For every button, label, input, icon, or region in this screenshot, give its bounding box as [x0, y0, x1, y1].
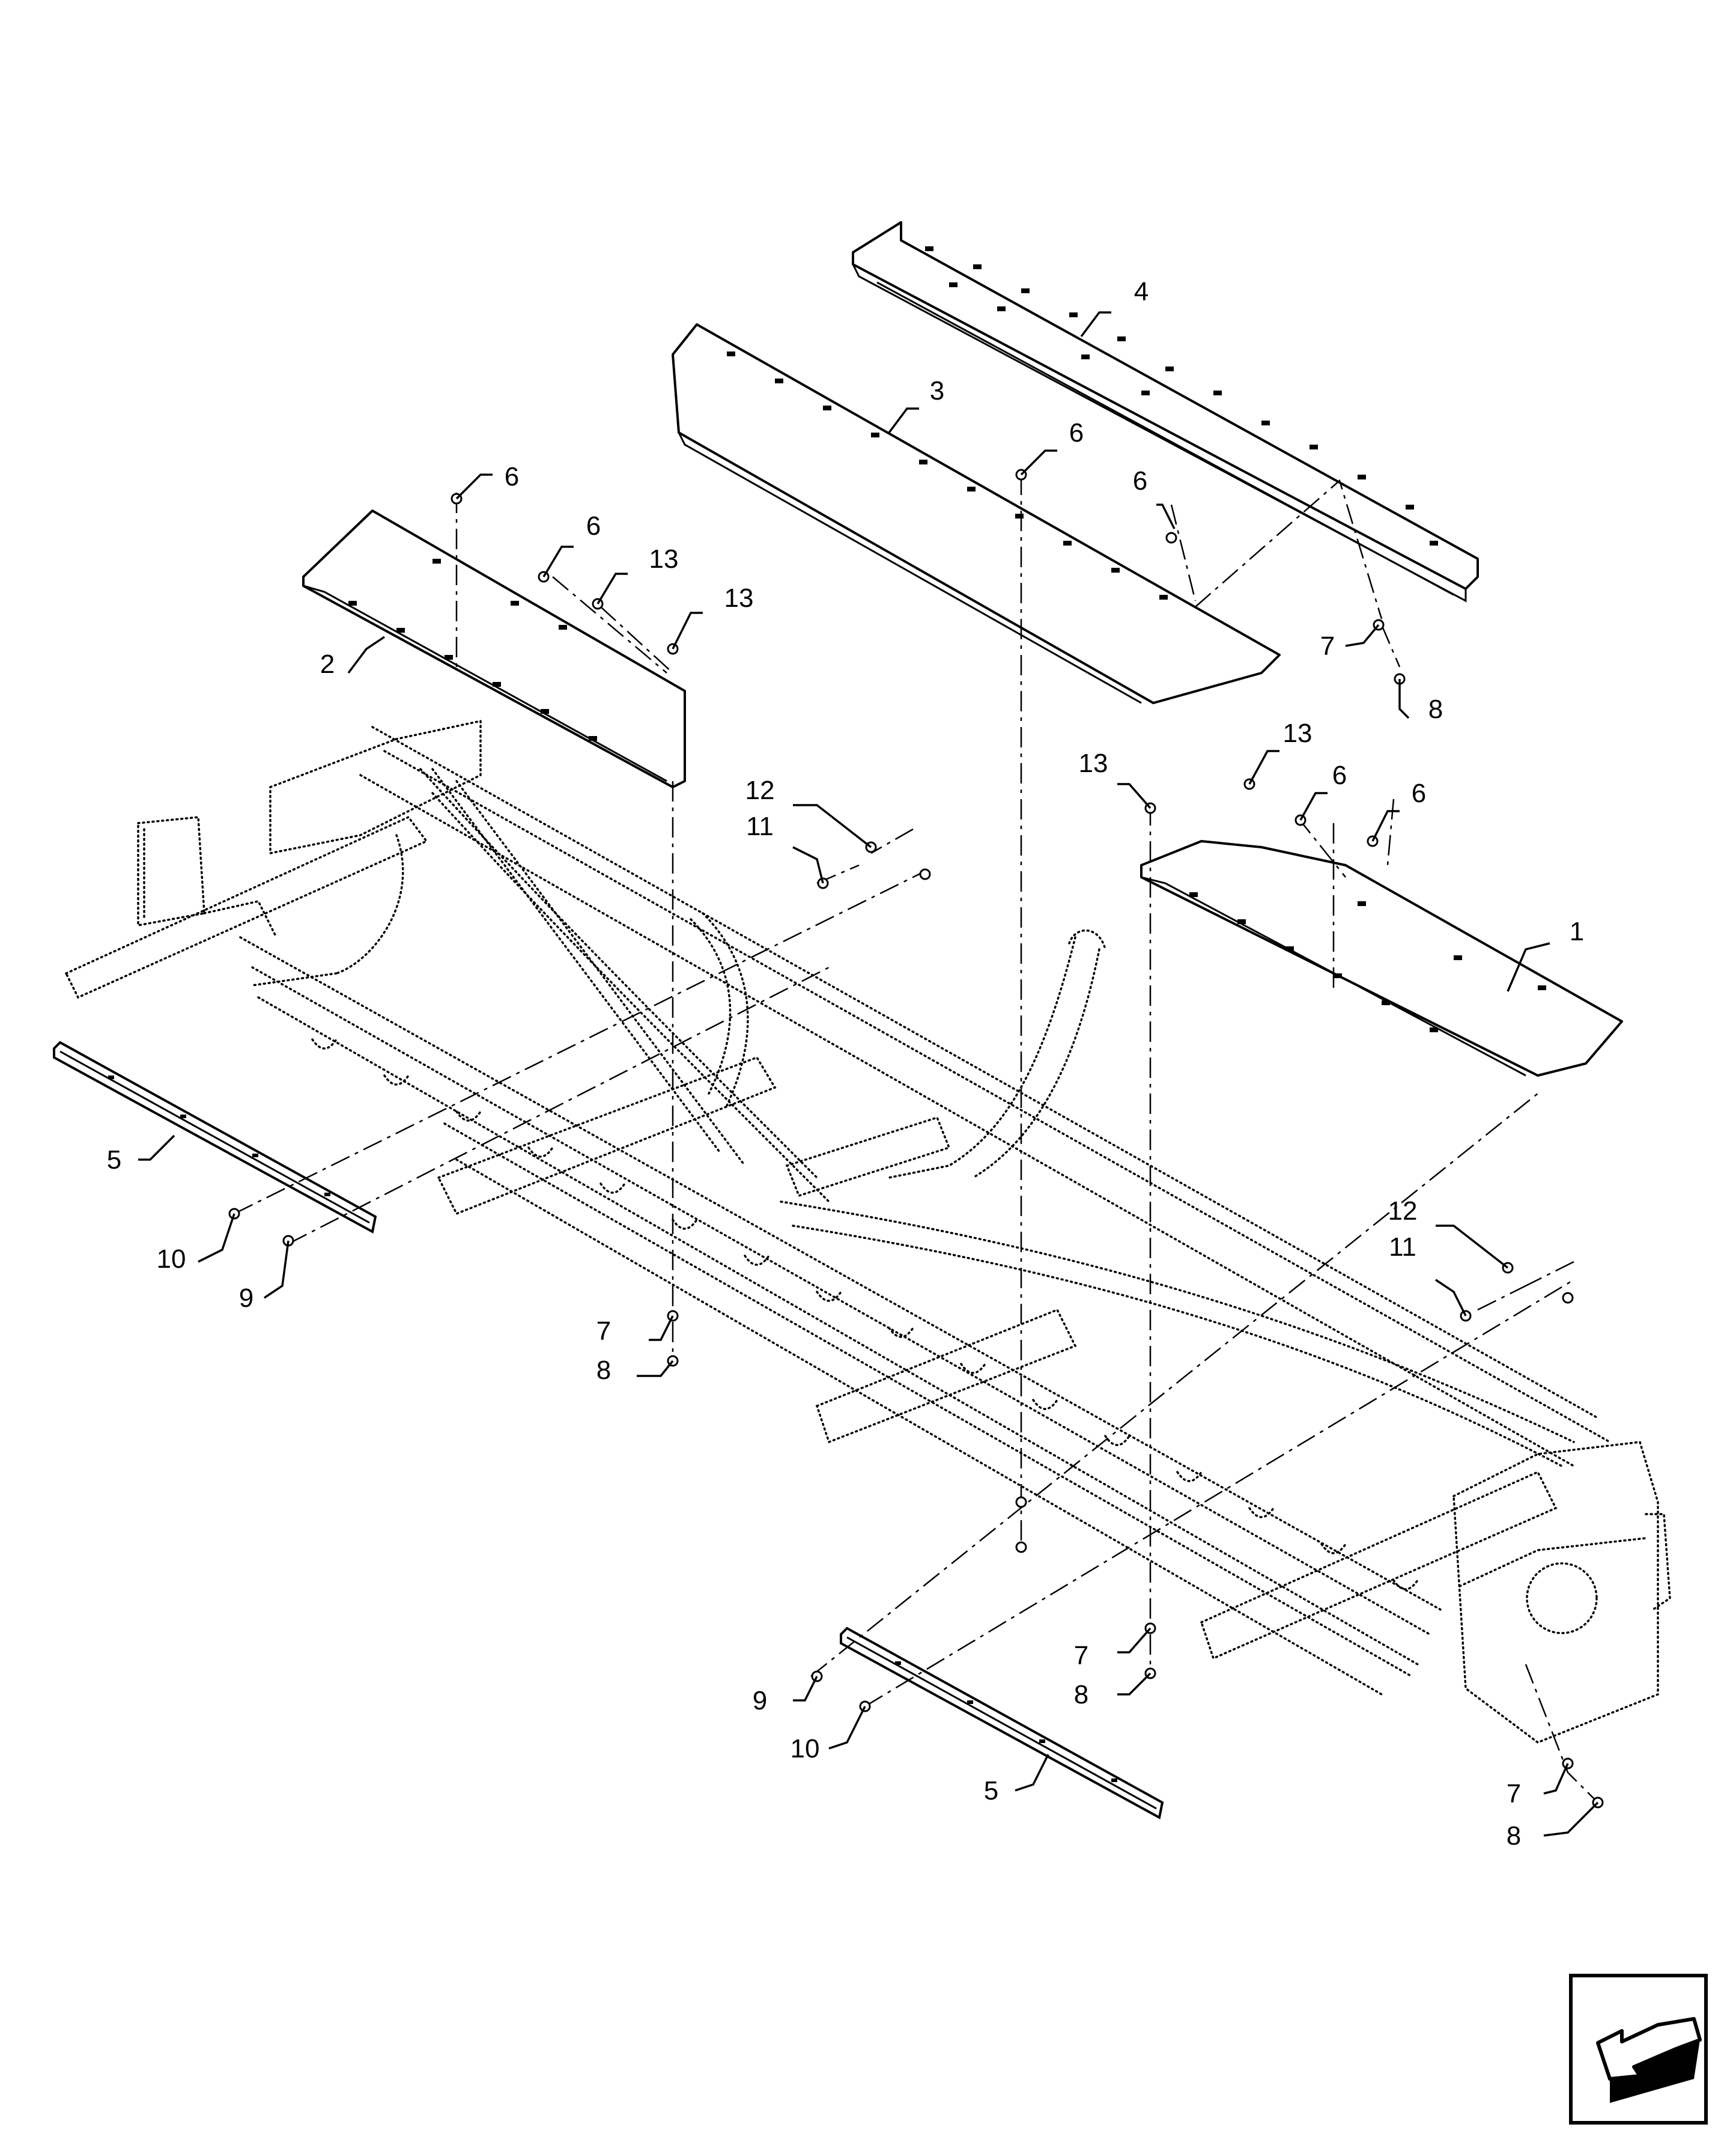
callout-10: 10 — [791, 1734, 820, 1763]
callout-5: 5 — [107, 1145, 121, 1175]
callout-13: 13 — [724, 583, 754, 613]
callout-7: 7 — [1074, 1641, 1088, 1670]
header-frame — [64, 719, 1671, 1744]
callout-11: 11 — [746, 812, 774, 841]
callout-5: 5 — [984, 1776, 998, 1806]
frame-center-curve — [690, 912, 749, 1107]
frame-cross-brace-a — [419, 768, 830, 1203]
callout-8: 8 — [596, 1355, 611, 1385]
callout-11: 11 — [1389, 1232, 1416, 1262]
callout-6: 6 — [1069, 418, 1084, 448]
frame-left-end — [64, 719, 482, 999]
frame-right-crossbar — [1200, 1470, 1558, 1660]
frame-right-gearbox — [1452, 1441, 1659, 1744]
part-1-holes — [1189, 892, 1546, 1032]
part-5-left-strip — [53, 1041, 377, 1234]
frame-mid-crossbar — [815, 1308, 1077, 1444]
callout-6: 6 — [505, 462, 519, 491]
part-4-holes — [925, 246, 1438, 546]
frame-center-crossbar — [785, 1116, 951, 1197]
callout-1: 1 — [1570, 917, 1584, 946]
assembly-center-lines — [234, 475, 1598, 1803]
frame-gearbox-hub — [1526, 1562, 1598, 1634]
frame-diagonal-long — [780, 1200, 1575, 1467]
part-3-holes — [727, 351, 1168, 600]
part-5-right-strip — [840, 1626, 1164, 1820]
part-4-top-panel — [852, 221, 1479, 603]
callout-13: 13 — [649, 544, 679, 574]
part-2-holes — [348, 559, 597, 741]
frame-right-arm — [888, 936, 1100, 1179]
callout-12: 12 — [745, 776, 775, 805]
callout-7: 7 — [1320, 631, 1335, 661]
callout-6: 6 — [1133, 466, 1147, 496]
callout-8: 8 — [1428, 695, 1443, 724]
part-3-center-panel — [672, 323, 1281, 704]
frame-gearbox-flange — [1645, 1513, 1671, 1611]
callout-10: 10 — [157, 1244, 186, 1274]
callout-7: 7 — [596, 1316, 611, 1346]
part-1-right-panel — [1140, 840, 1623, 1077]
frame-rear-beam-top — [359, 726, 1611, 1467]
fasteners — [228, 469, 1604, 1809]
callout-labels: 4 3 6 6 6 6 6 6 13 13 13 13 2 1 7 8 12 1… — [107, 277, 1584, 1851]
frame-left-crossbar — [437, 1056, 777, 1215]
previous-page-arrow-icon[interactable] — [1569, 1974, 1708, 2125]
callout-9: 9 — [753, 1686, 767, 1715]
frame-right-arm-top — [1068, 929, 1106, 951]
callout-8: 8 — [1074, 1680, 1088, 1709]
callout-13: 13 — [1079, 749, 1108, 778]
callout-2: 2 — [320, 650, 335, 679]
callout-4: 4 — [1134, 277, 1149, 306]
callout-8: 8 — [1507, 1821, 1521, 1851]
callout-6: 6 — [1412, 779, 1426, 808]
callout-13: 13 — [1283, 719, 1313, 748]
part-2-left-panel — [302, 510, 686, 788]
frame-lower-beam — [443, 1122, 1413, 1696]
callout-3: 3 — [930, 376, 944, 406]
callout-6: 6 — [586, 511, 601, 541]
callout-6: 6 — [1332, 761, 1347, 790]
frame-lower-teeth — [311, 1038, 1419, 1590]
callout-7: 7 — [1507, 1779, 1521, 1809]
frame-left-curve — [251, 834, 404, 987]
callout-9: 9 — [239, 1283, 253, 1313]
callout-12: 12 — [1388, 1196, 1418, 1226]
callout-leaders — [138, 311, 1599, 1837]
frame-rear-beam-bottom — [239, 936, 1443, 1666]
